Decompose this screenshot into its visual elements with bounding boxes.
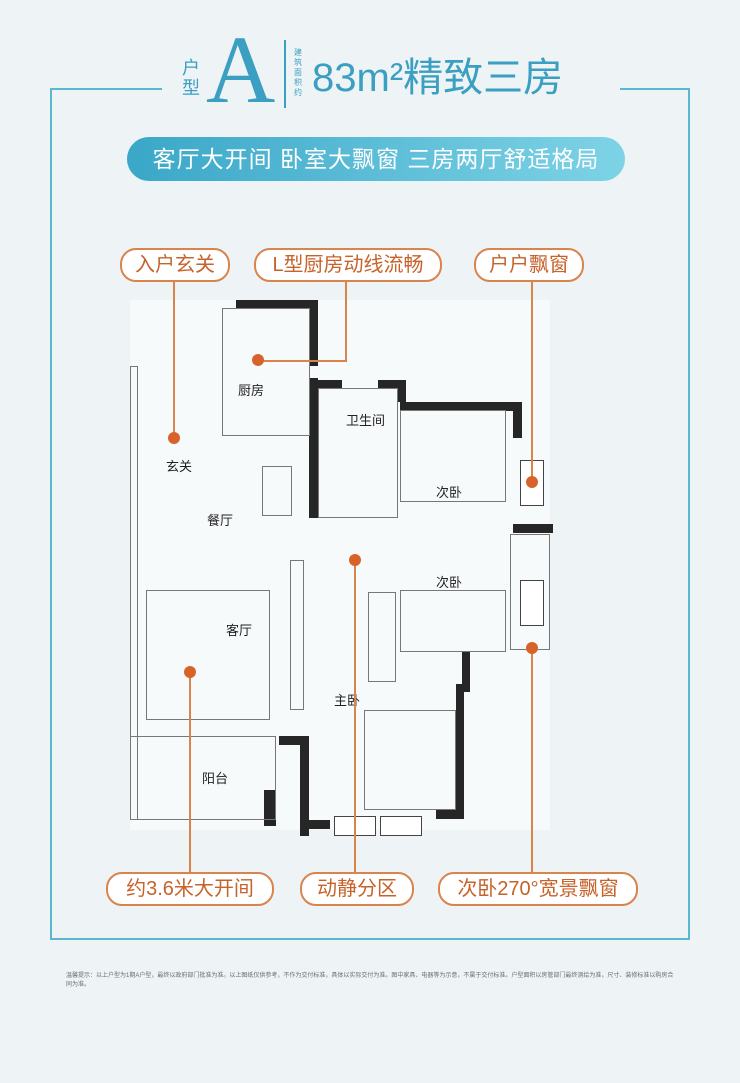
wall [300,820,330,829]
unit-label: 户型 [182,58,200,98]
frame-right [688,88,690,940]
wall [456,692,464,810]
wall [279,736,309,745]
frame-bottom [50,938,690,940]
bay-window-south-b [380,816,422,836]
outline-closet [368,592,396,682]
wall [309,300,318,366]
wall [300,736,309,836]
leader-zoning [354,560,356,872]
wall [436,810,464,819]
marker-kitchen [252,354,264,366]
header-divider [284,40,286,108]
wall [378,380,406,388]
disclaimer-footnote: 温馨提示：以上户型为1期A户型，最终以政府部门批准为准。以上图纸仅供参考，不作为… [66,973,674,988]
wall [236,300,318,309]
leader-entrance [173,280,175,438]
outline-dining-table [262,466,292,516]
outline-living [146,590,270,720]
wall [456,684,470,692]
leader-kitchen-h [258,360,347,362]
room-label-bedroom-middle: 次卧 [436,575,463,590]
leader-kitchen-v [345,280,347,362]
marker-bay [526,476,538,488]
tag-bay270: 次卧270°宽景飘窗 [438,872,638,906]
wall [309,378,318,518]
leader-living [189,672,191,872]
area-note: 建筑面积约 [294,48,302,97]
room-label-dining: 餐厅 [207,513,234,528]
outline-kitchen [222,308,310,436]
outline-partition [290,560,304,710]
tag-kitchen: L型厨房动线流畅 [254,248,442,282]
frame-left [50,88,52,940]
tag-entrance: 入户玄关 [120,248,230,282]
wall [462,652,470,684]
tag-bay: 户户飘窗 [474,248,584,282]
room-label-balcony: 阳台 [202,771,229,786]
room-label-bathroom: 卫生间 [346,413,386,428]
outline-bed-middle [400,590,506,652]
marker-zoning [349,554,361,566]
wall [513,402,522,438]
outline-balcony [130,736,276,820]
tag-zoning: 动静分区 [300,872,414,906]
frame-top-right [620,88,690,90]
room-label-living: 客厅 [226,623,253,638]
marker-bay270 [526,642,538,654]
outline-bed-north [400,410,506,502]
bay-window-east [520,580,544,626]
room-label-kitchen: 厨房 [238,383,265,398]
leader-bay270 [531,648,533,872]
room-label-bedroom-north: 次卧 [436,485,463,500]
room-label-foyer: 玄关 [166,459,193,474]
wall [400,402,522,411]
wall [264,790,276,826]
wall [318,380,342,388]
outline-bath [318,388,398,518]
wall [398,388,406,402]
marker-living [184,666,196,678]
marker-entrance [168,432,180,444]
subtitle-banner: 客厅大开间 卧室大飘窗 三房两厅舒适格局 [127,137,625,181]
room-label-master: 主卧 [334,693,361,708]
wall [513,524,553,533]
outline-master-bed [364,710,456,810]
frame-top-left [50,88,162,90]
tag-living-width: 约3.6米大开间 [106,872,274,906]
page-title: 83m²精致三房 [312,56,564,100]
unit-letter: A [206,16,276,123]
leader-bay [531,280,533,480]
